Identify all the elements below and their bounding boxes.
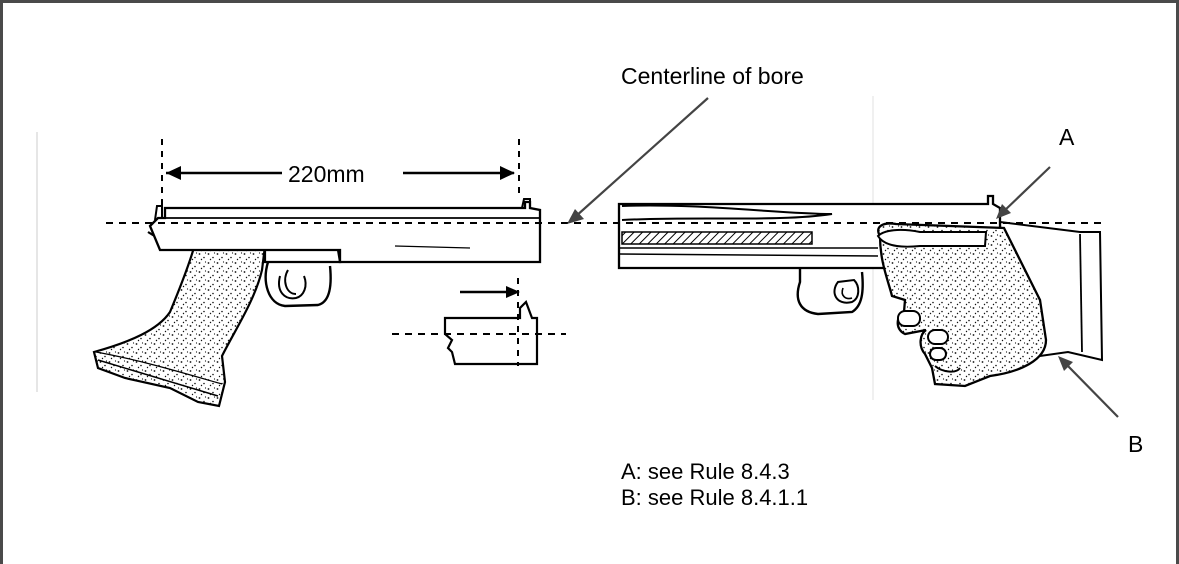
right-pistol-trigger: [833, 278, 860, 304]
centerline-leader: [567, 97, 709, 224]
marker-a-leader: [996, 166, 1051, 219]
dimension-label: 220mm: [288, 161, 365, 187]
left-pistol-trigger-guard: [264, 261, 332, 308]
shooter-hand: [877, 222, 1048, 388]
right-pistol-drawing: [617, 194, 1104, 388]
marker-b-label: B: [1128, 431, 1143, 457]
marker-b-leader: [1058, 356, 1119, 418]
note-a: A: see Rule 8.4.3: [621, 459, 790, 484]
marker-a-label: A: [1059, 124, 1075, 150]
note-b: B: see Rule 8.4.1.1: [621, 485, 808, 510]
left-pistol-grip: [92, 242, 267, 408]
sight-detail-block: [392, 278, 566, 366]
length-dimension: [161, 139, 520, 206]
left-pistol-drawing: [92, 198, 542, 408]
centerline-label: Centerline of bore: [621, 63, 804, 89]
